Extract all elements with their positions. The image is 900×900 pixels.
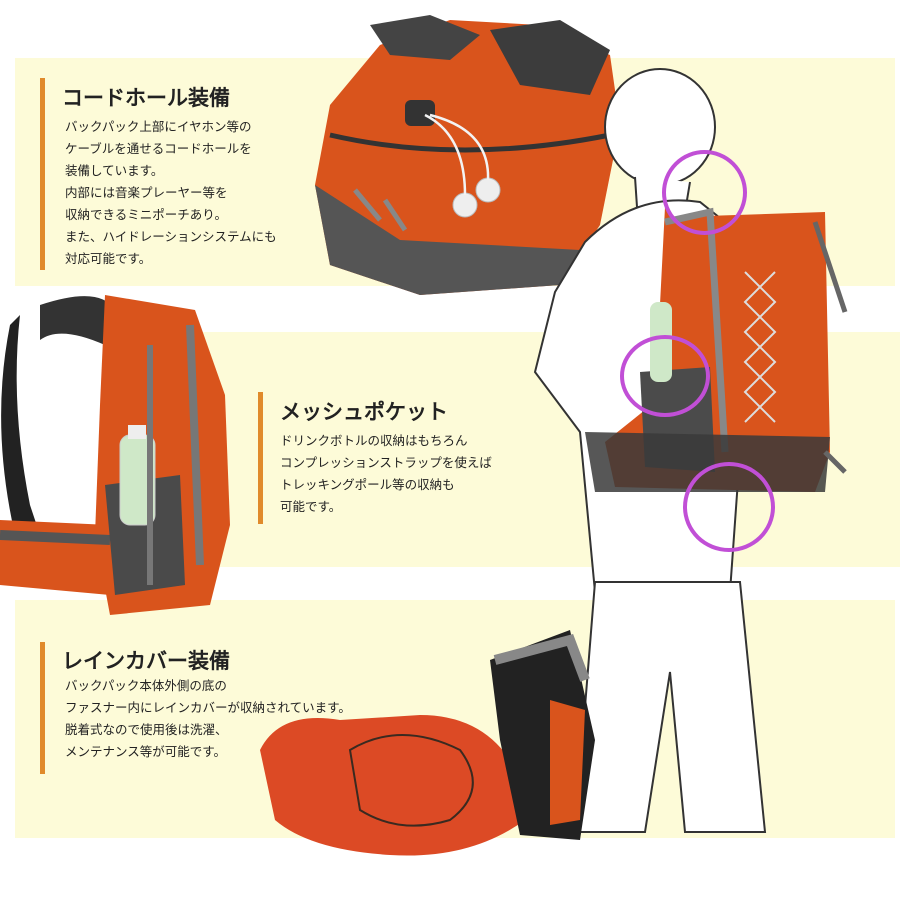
accent-bar: [258, 392, 263, 524]
section-body-rain-cover: バックパック本体外側の底の ファスナー内にレインカバーが収納されています。 脱着…: [65, 678, 351, 759]
accent-bar: [40, 78, 45, 270]
section-body-cord-hole: バックパック上部にイヤホン等の ケーブルを通せるコードホールを 装備しています。…: [65, 119, 277, 266]
highlight-ring-cord-hole: [662, 150, 747, 235]
highlight-ring-mesh-pocket: [620, 335, 710, 417]
highlight-ring-rain-cover: [683, 462, 775, 552]
section-title-rain-cover: レインカバー装備: [62, 649, 230, 673]
rain-cover-photo: [260, 630, 595, 856]
accent-bar: [40, 642, 45, 774]
section-body-mesh-pocket: ドリンクボトルの収納はもちろん コンプレッションストラップを使えば トレッキング…: [280, 433, 492, 514]
section-title-mesh-pocket: メッシュポケット: [280, 400, 448, 424]
section-title-cord-hole: コードホール装備: [62, 86, 230, 110]
backpack-top-photo: [315, 15, 620, 295]
backpack-side-photo: [0, 295, 230, 615]
